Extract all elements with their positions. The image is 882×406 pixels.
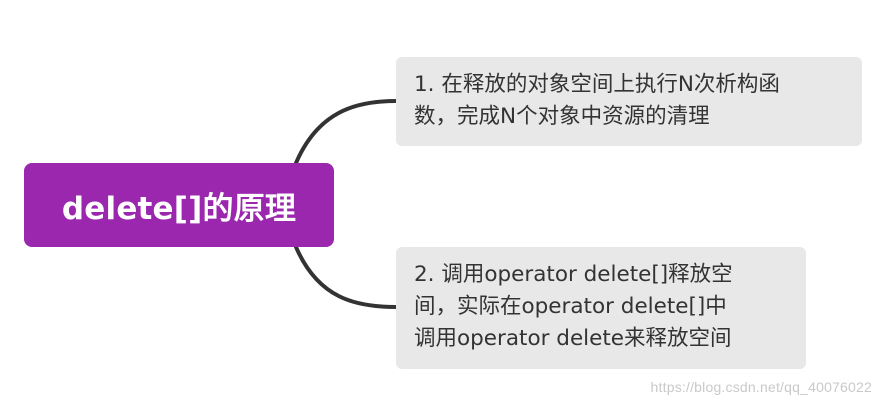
subtopic-2-line-1: 2. 调用operator delete[]释放空 [414,262,733,287]
subtopic-1-line-2: 数，完成N个对象中资源的清理 [414,104,710,129]
root-topic-label: delete[]的原理 [61,190,297,227]
connector-to-child-1 [294,99,398,165]
subtopic-2-line-3: 调用operator delete来释放空间 [414,326,732,351]
subtopic-1-line-1: 1. 在释放的对象空间上执行N次析构函 [414,72,780,97]
connector-to-child-2 [294,245,398,309]
subtopic-node-2[interactable]: 2. 调用operator delete[]释放空 间，实际在operator … [396,247,806,369]
subtopic-2-line-2: 间，实际在operator delete[]中 [414,294,727,319]
watermark-url: https://blog.csdn.net/qq_40076022 [650,379,872,395]
subtopic-node-1[interactable]: 1. 在释放的对象空间上执行N次析构函 数，完成N个对象中资源的清理 [396,57,862,146]
root-topic-node[interactable]: delete[]的原理 [24,163,334,247]
